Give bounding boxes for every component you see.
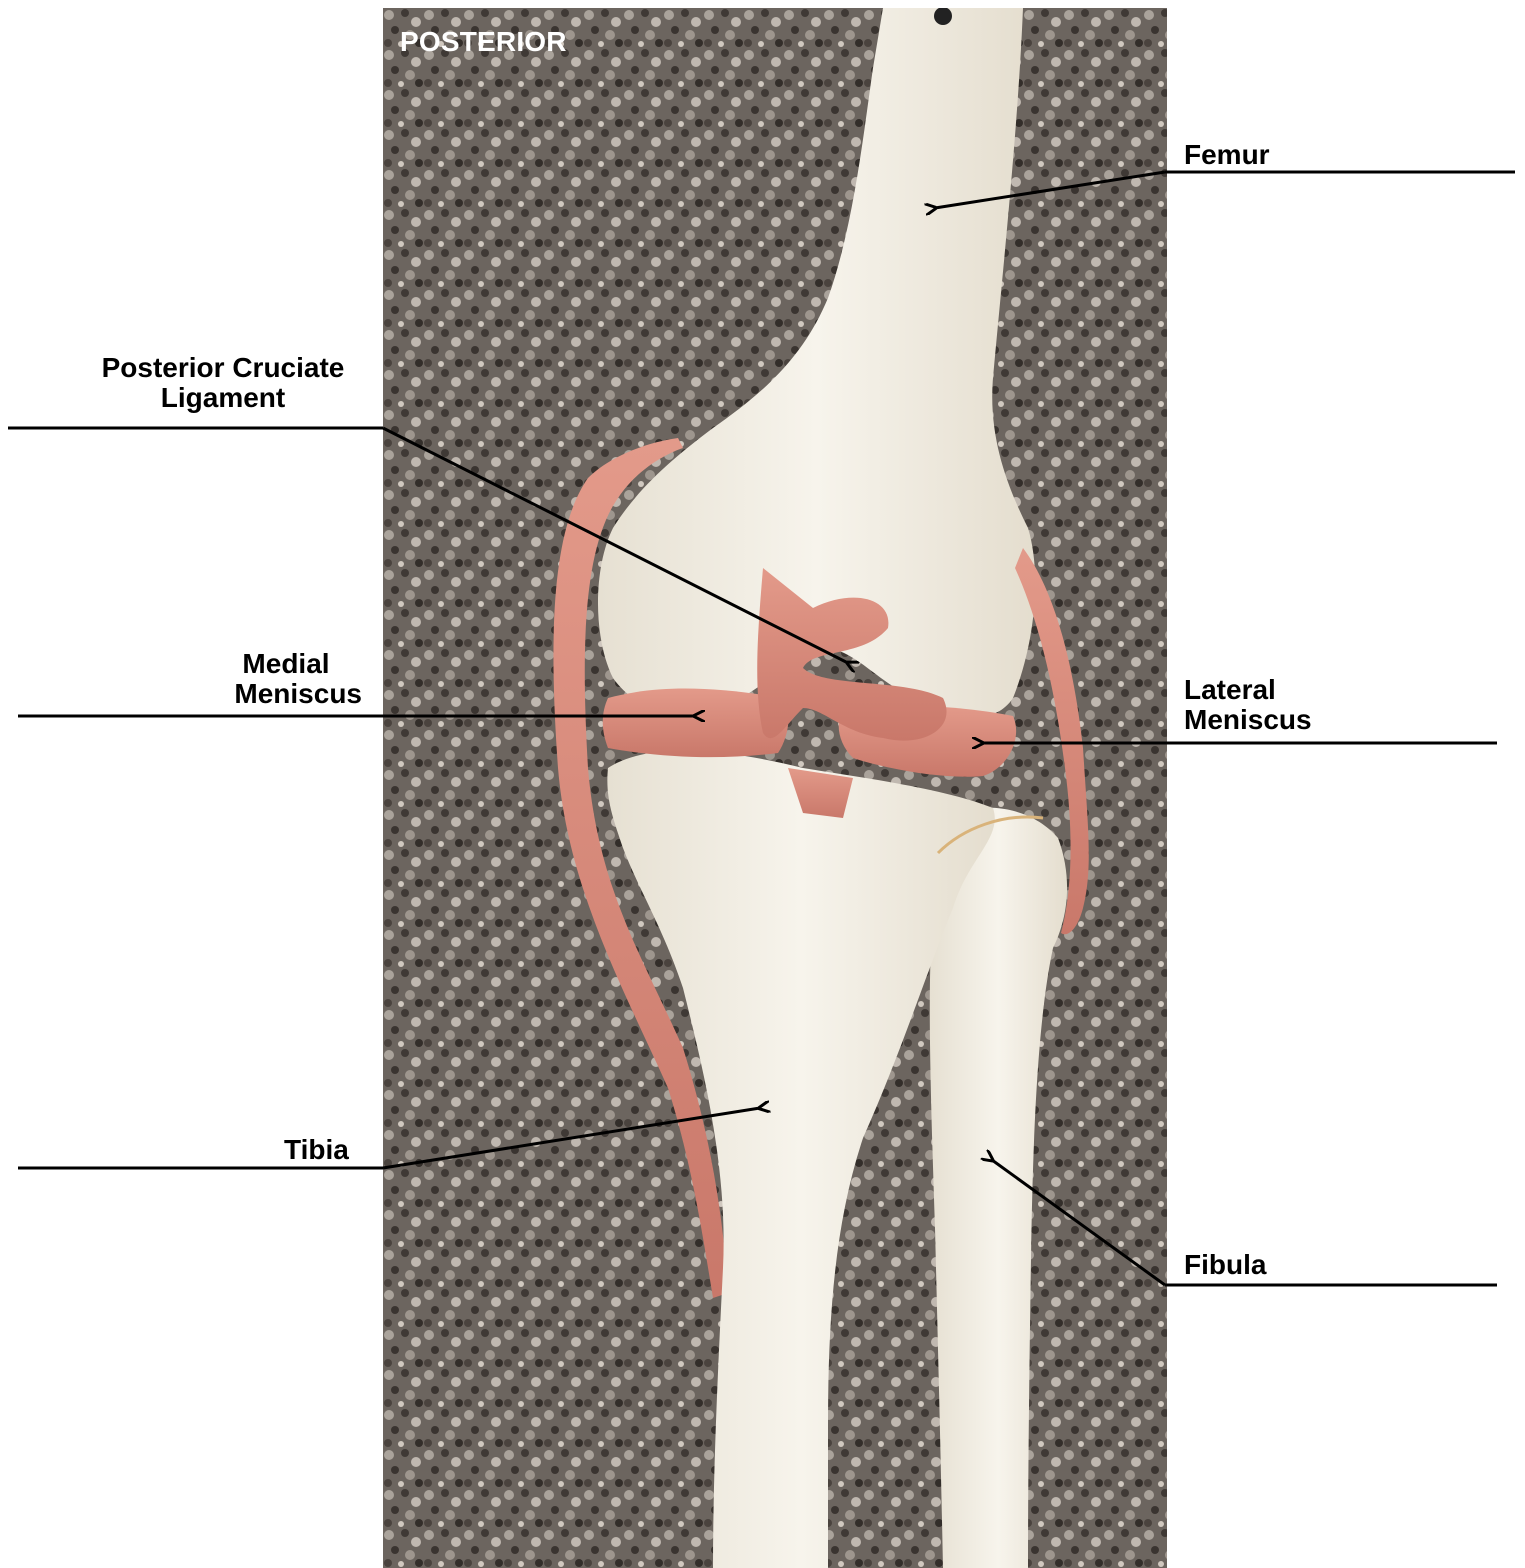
label-fibula: Fibula [1184,1250,1266,1280]
label-pcl-line-2: Ligament [84,383,362,413]
label-tibia: Tibia [284,1135,349,1165]
view-orientation-label: POSTERIOR [400,26,567,58]
label-medial-line-2: Meniscus [210,679,362,709]
label-lateral-meniscus: Lateral Meniscus [1184,675,1312,735]
label-lateral-line-1: Lateral [1184,675,1312,705]
label-medial-line-1: Medial [210,649,362,679]
label-femur: Femur [1184,140,1270,170]
label-pcl-line-1: Posterior Cruciate [84,353,362,383]
label-medial-meniscus: Medial Meniscus [210,649,362,709]
knee-model-photo [383,8,1167,1568]
knee-model-illustration [383,8,1167,1568]
label-lateral-line-2: Meniscus [1184,705,1312,735]
label-posterior-cruciate-ligament: Posterior Cruciate Ligament [84,353,362,413]
